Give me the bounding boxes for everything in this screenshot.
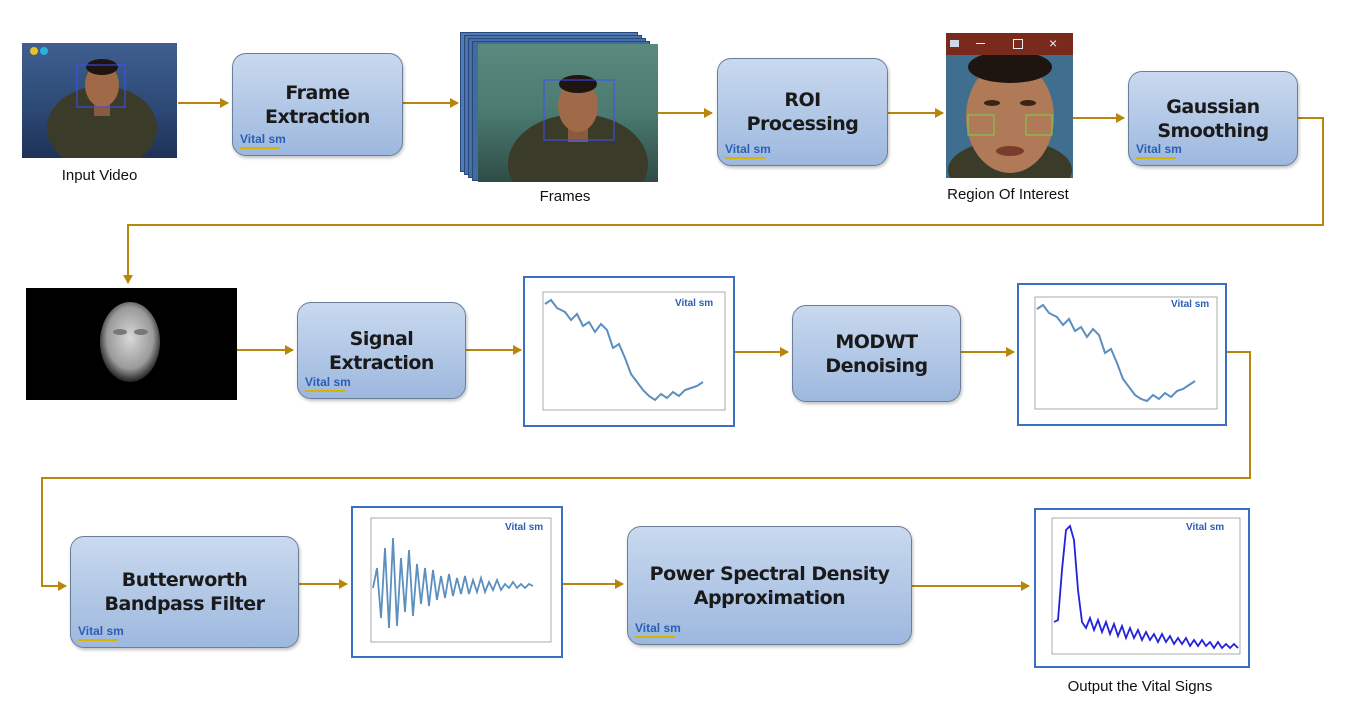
vitalism-logo: Vital sm xyxy=(1136,142,1182,159)
filtered-signal-line xyxy=(372,537,534,629)
modwt-denoising-box: MODWT Denoising xyxy=(792,305,961,402)
close-icon: × xyxy=(1049,35,1058,51)
smoothed-face-image xyxy=(26,288,237,400)
raw-signal-plot: Vital sm xyxy=(523,276,735,427)
denoised-signal-plot: Vital sm xyxy=(1017,283,1227,426)
output-caption: Output the Vital Signs xyxy=(1067,678,1213,695)
filtered-signal-plot: Vital sm xyxy=(351,506,563,658)
maximize-icon xyxy=(1013,39,1023,49)
roi-processing-label: ROI Processing xyxy=(746,89,859,135)
vitalism-logo: Vital sm xyxy=(505,522,543,533)
roi-caption: Region Of Interest xyxy=(947,186,1069,203)
minimize-icon xyxy=(976,43,985,44)
vitalism-logo: Vital sm xyxy=(78,624,124,641)
psd-label: Power Spectral Density Approximation xyxy=(649,562,890,609)
signal-extraction-box: Signal Extraction Vital sm xyxy=(297,302,466,399)
raw-signal-svg: Vital sm xyxy=(542,291,726,411)
frame-extraction-label: Frame Extraction xyxy=(265,81,370,128)
vitalism-logo: Vital sm xyxy=(725,142,771,159)
gaussian-smoothing-label: Gaussian Smoothing xyxy=(1157,95,1269,142)
psd-line xyxy=(1053,524,1239,650)
app-icon xyxy=(950,40,959,47)
face-image xyxy=(946,55,1073,178)
frame-image xyxy=(478,44,658,182)
vitalism-logo: Vital sm xyxy=(1186,522,1224,533)
butterworth-box: Butterworth Bandpass Filter Vital sm xyxy=(70,536,299,648)
roi-processing-box: ROI Processing Vital sm xyxy=(717,58,888,166)
frames-caption: Frames xyxy=(539,188,591,205)
gaussian-smoothing-box: Gaussian Smoothing Vital sm xyxy=(1128,71,1298,166)
person-image xyxy=(30,47,157,158)
psd-output-svg: Vital sm xyxy=(1051,517,1241,655)
denoised-signal-svg: Vital sm xyxy=(1034,296,1218,410)
vitalism-logo: Vital sm xyxy=(240,132,286,149)
input-video-caption: Input Video xyxy=(61,167,138,184)
psd-output-plot: Vital sm xyxy=(1034,508,1250,668)
vitalism-logo: Vital sm xyxy=(635,621,681,638)
denoised-signal-line xyxy=(1036,303,1196,403)
roi-window: × xyxy=(946,33,1073,178)
vitalism-logo: Vital sm xyxy=(305,375,351,392)
window-titlebar xyxy=(946,33,1073,55)
frame-extraction-box: Frame Extraction Vital sm xyxy=(232,53,403,156)
raw-signal-line xyxy=(544,298,704,402)
vitalism-logo: Vital sm xyxy=(1171,299,1209,310)
input-video-thumbnail xyxy=(22,43,177,158)
frames-stack xyxy=(460,32,658,182)
vitalism-logo: Vital sm xyxy=(675,298,713,309)
psd-box: Power Spectral Density Approximation Vit… xyxy=(627,526,912,645)
filtered-signal-svg: Vital sm xyxy=(370,517,552,643)
signal-extraction-label: Signal Extraction xyxy=(329,327,434,374)
modwt-denoising-label: MODWT Denoising xyxy=(825,330,928,377)
butterworth-label: Butterworth Bandpass Filter xyxy=(104,569,265,615)
